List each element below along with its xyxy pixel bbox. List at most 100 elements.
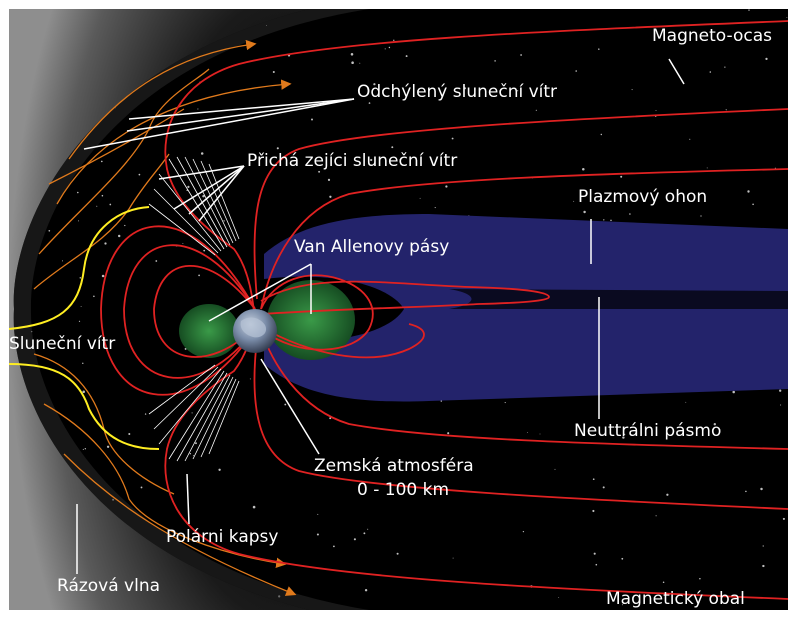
star (732, 390, 735, 394)
star (138, 173, 141, 176)
star (184, 347, 187, 350)
star (101, 194, 104, 197)
star (197, 108, 199, 110)
star (155, 260, 158, 262)
star (603, 219, 605, 221)
star (621, 604, 623, 606)
star (249, 378, 251, 380)
star (351, 61, 354, 64)
star (332, 545, 335, 548)
star (554, 468, 556, 470)
star (709, 71, 712, 73)
star (364, 589, 368, 592)
star (327, 178, 331, 181)
star (762, 564, 765, 568)
star (592, 478, 595, 481)
label-zemska-atmosfera: Zemská atmosféra (314, 456, 474, 476)
star (316, 533, 319, 536)
star (353, 538, 356, 541)
star (535, 109, 537, 111)
star (621, 557, 624, 560)
star (393, 39, 395, 41)
star (517, 90, 519, 92)
star (620, 175, 623, 178)
star (272, 70, 275, 74)
star (82, 448, 84, 450)
star (106, 445, 110, 448)
star (100, 160, 103, 163)
star (318, 170, 321, 173)
star (623, 433, 626, 436)
star (101, 274, 105, 278)
star (329, 417, 332, 420)
star (786, 17, 788, 18)
star (182, 242, 184, 244)
star (419, 197, 421, 199)
star (575, 70, 578, 72)
star (82, 390, 85, 394)
star (248, 154, 251, 156)
star (82, 362, 84, 364)
star (600, 133, 603, 136)
star (747, 190, 750, 193)
pointer-lines (76, 58, 685, 574)
star (140, 486, 143, 489)
star (48, 229, 51, 232)
star (80, 305, 82, 307)
star (367, 528, 369, 530)
star (745, 490, 747, 493)
star (752, 203, 754, 206)
star (189, 453, 192, 455)
star (779, 389, 782, 392)
star (522, 530, 525, 533)
star (223, 220, 225, 222)
star (706, 167, 708, 169)
star (109, 203, 112, 206)
label-slunecni-vitr: Sluneční vítr (9, 334, 115, 354)
star (762, 545, 764, 547)
star (276, 147, 279, 150)
magnetic-field-lines (100, 20, 788, 600)
van-allen-belt-left (179, 304, 239, 358)
star (760, 487, 763, 491)
label-prichazejici-slunecni-vitr: Přichá zejíci sluneční vítr (247, 151, 457, 171)
label-atmosfera-range: 0 - 100 km (357, 480, 449, 500)
star (782, 517, 785, 520)
star (583, 210, 586, 214)
star (78, 220, 80, 222)
star (388, 46, 391, 49)
star (104, 242, 107, 245)
star (616, 424, 618, 427)
star (191, 412, 193, 414)
star (384, 48, 386, 50)
star (527, 431, 529, 433)
star (451, 137, 454, 140)
star (724, 66, 726, 68)
star (666, 493, 669, 496)
label-polarni-kapsy: Polárni kapsy (166, 527, 278, 547)
star (655, 109, 657, 111)
star (311, 118, 313, 121)
label-plazmovy-ohon: Plazmový ohon (578, 187, 707, 207)
star (504, 402, 506, 404)
star (93, 295, 95, 298)
star (370, 158, 373, 162)
star (350, 53, 354, 56)
star (592, 509, 595, 513)
magnetosphere-diagram: Magneto-ocas Odchýlený sluneční vítr Při… (9, 9, 788, 610)
star (463, 87, 467, 90)
earth-cloud-icon (240, 317, 267, 338)
star (631, 89, 633, 91)
star (391, 146, 394, 149)
label-van-allenovy-pasy: Van Allenovy pásy (294, 237, 449, 257)
star (689, 138, 691, 140)
star (144, 413, 147, 415)
star (573, 200, 575, 202)
star (78, 320, 81, 322)
star (405, 55, 408, 58)
solar-wind-streams (33, 39, 297, 596)
label-odchyleny-slunecni-vitr: Odchýlený sluneční vítr (357, 82, 557, 102)
star (520, 54, 522, 56)
star (440, 400, 443, 402)
